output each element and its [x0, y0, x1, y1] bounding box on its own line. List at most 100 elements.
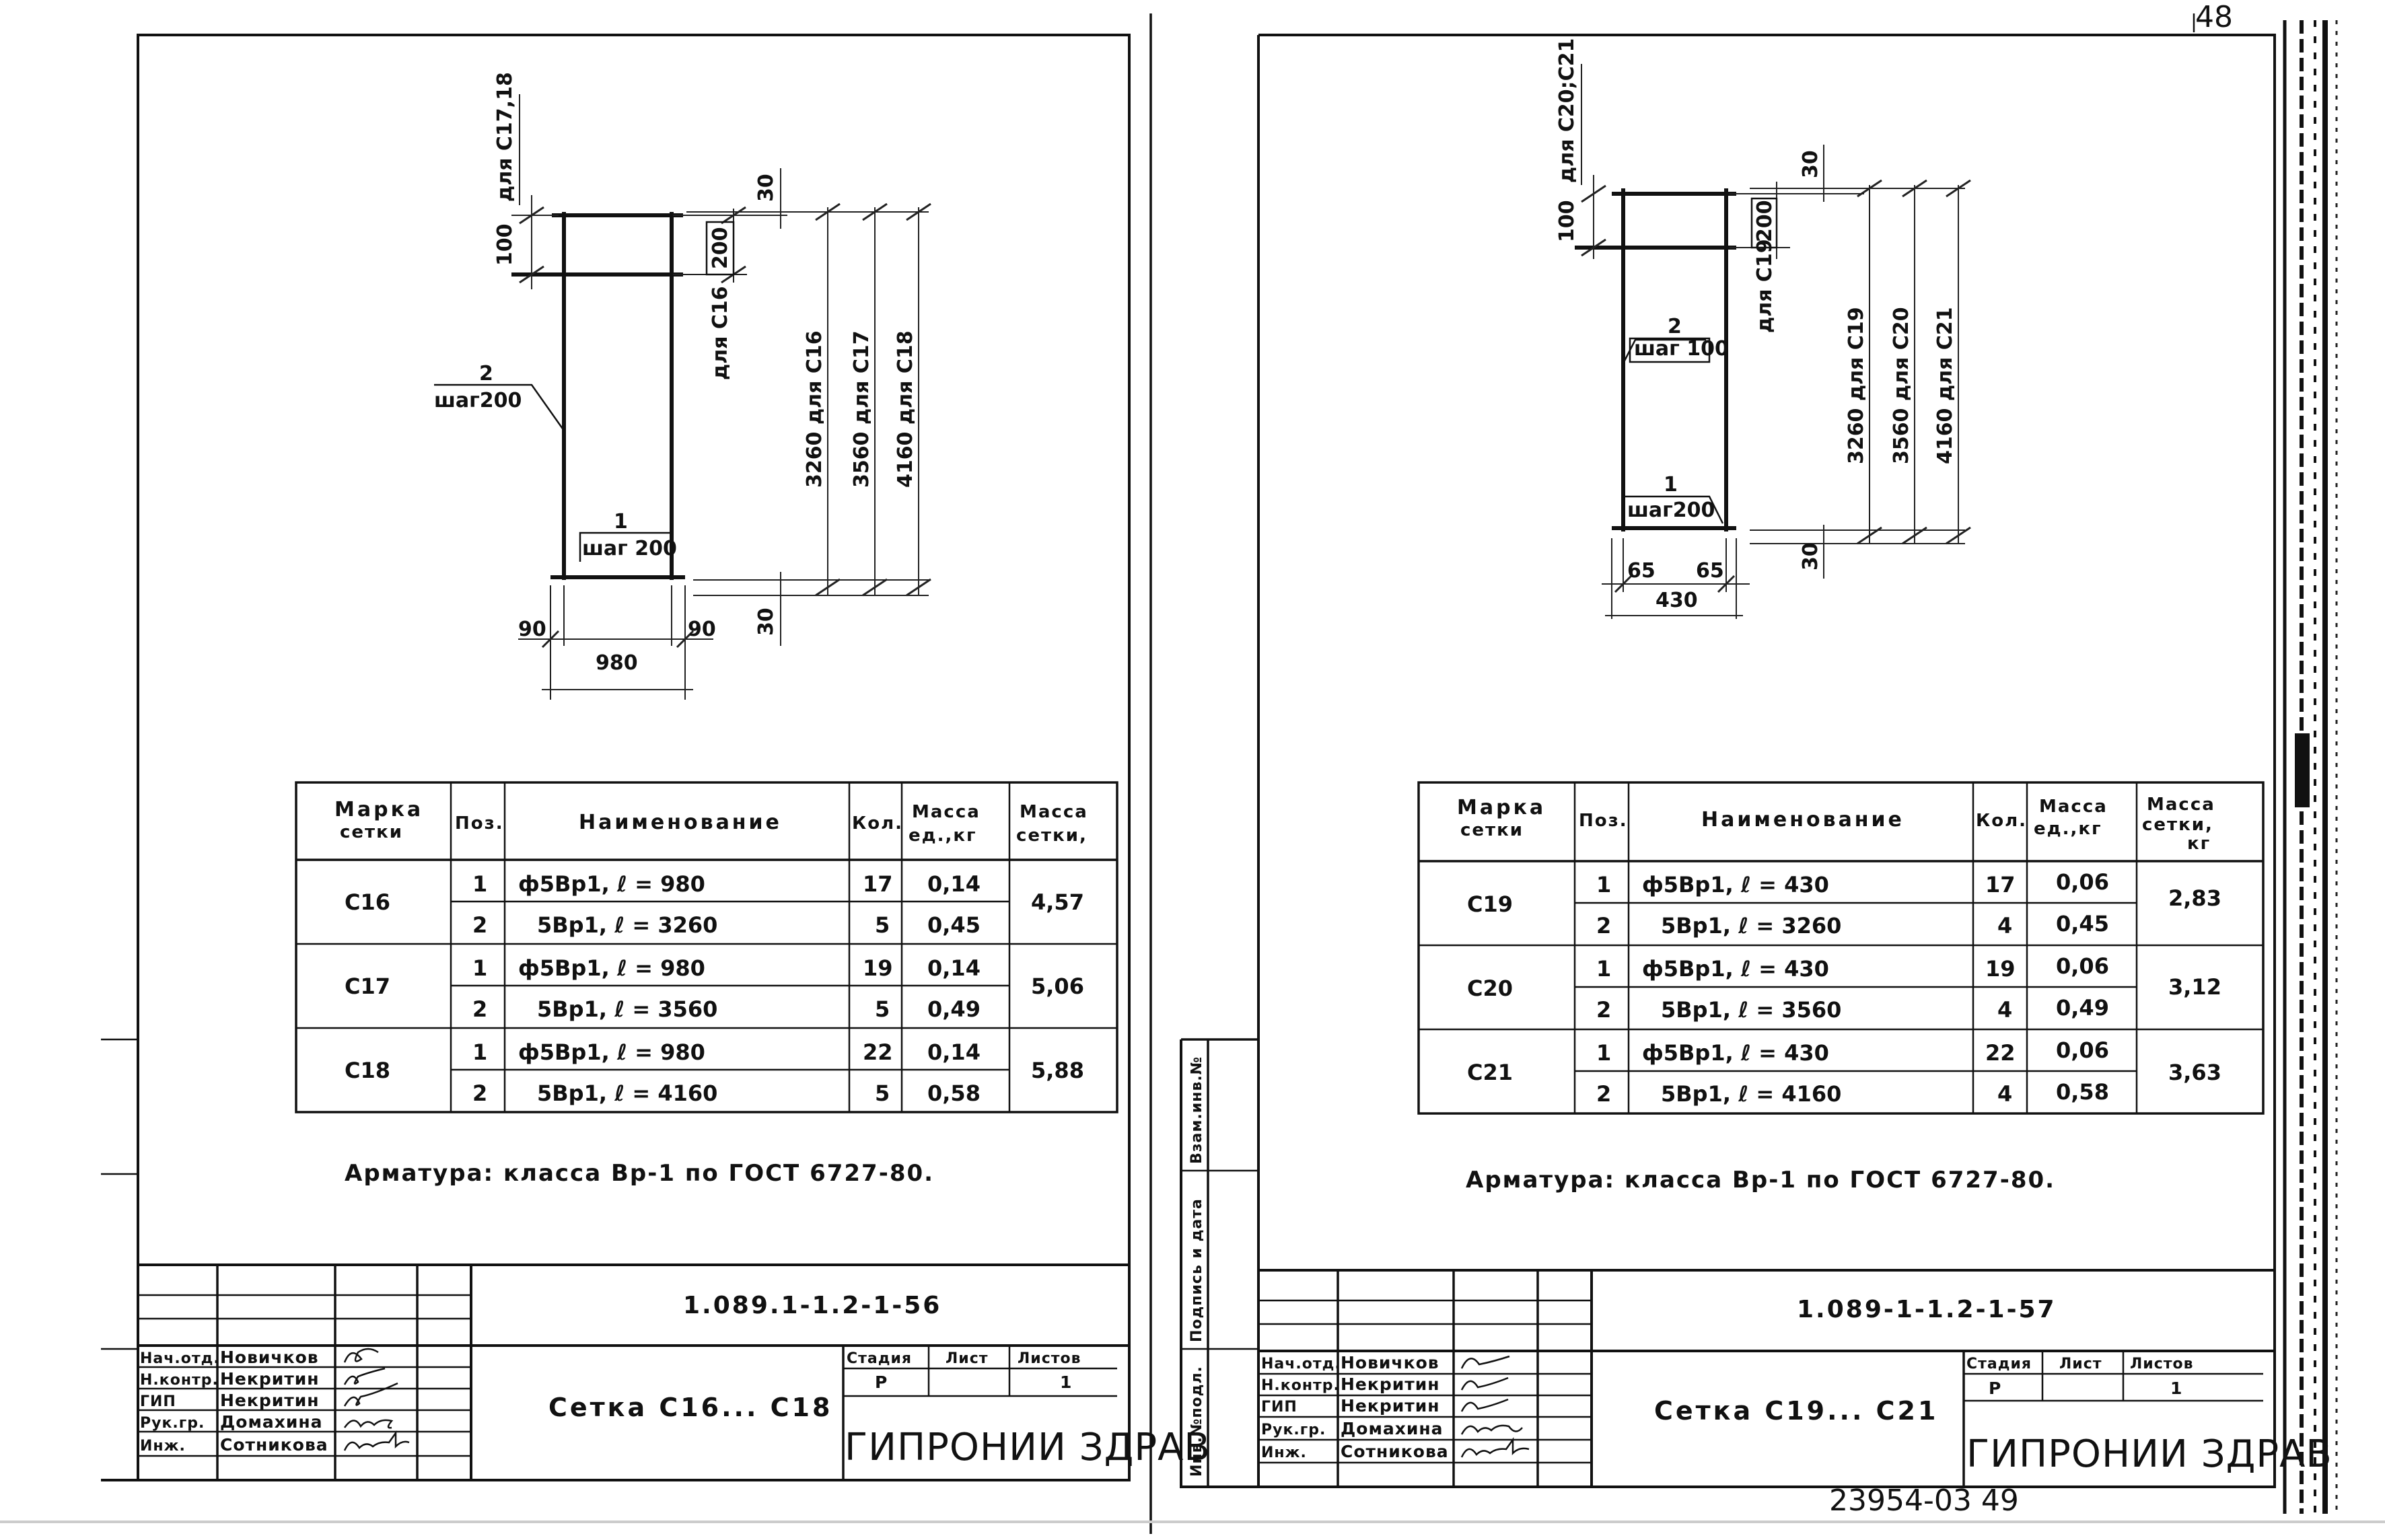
left-mark-c18: С18 — [345, 1058, 390, 1083]
signature-mark — [1460, 1355, 1510, 1369]
right-hdr-net-mass-2: сетки, — [2142, 815, 2213, 835]
right-stage-value: Р — [1989, 1379, 2001, 1398]
left-net-mass-cell: 5,06 — [1031, 974, 1084, 999]
right-pos-cell: 2 — [1596, 997, 1611, 1023]
right-qty-cell: 17 — [1985, 872, 2016, 897]
left-sheet-title: Сетка С16... С18 — [548, 1393, 832, 1422]
left-len-label-1: 3260 для С16 — [803, 330, 826, 488]
left-unit-mass-cell: 0,58 — [927, 1080, 981, 1106]
right-name: Сотникова — [1341, 1442, 1449, 1461]
right-pos2-leader — [1622, 338, 1706, 364]
right-dim-tick — [1581, 184, 1606, 203]
left-dim-tick — [906, 578, 931, 597]
right-hdr-pos: Поз. — [1579, 811, 1628, 831]
right-name: Домахина — [1341, 1419, 1444, 1438]
right-hdr-unit-mass-2: ед.,кг — [2034, 819, 2102, 839]
left-stage-value: Р — [875, 1372, 888, 1392]
right-name-cell: ф5Вр1, ℓ = 430 — [1642, 956, 1829, 982]
right-sheets-value: 1 — [2170, 1379, 2182, 1398]
left-unit-mass-cell: 0,45 — [927, 912, 981, 938]
left-len-label-2: 3560 для С17 — [850, 330, 874, 488]
right-overhang-right-label: 65 — [1696, 559, 1724, 583]
left-overhang-left-label: 90 — [518, 618, 546, 641]
left-hdr-mark-2: сетки — [340, 822, 403, 842]
left-role: Н.контр. — [140, 1372, 219, 1389]
left-signatures — [343, 1348, 410, 1451]
right-pos1-leader — [1623, 495, 1724, 524]
right-panel: Инв.№подл. Подпись и дата Взам.инв.№ 100… — [1180, 0, 2332, 1518]
right-dim-tick — [1902, 179, 1927, 198]
left-dim-tick — [815, 578, 841, 597]
right-name-cell: ф5Вр1, ℓ = 430 — [1642, 872, 1829, 897]
right-overhang-left-label: 65 — [1627, 559, 1656, 583]
left-top-gap-label: 100 — [493, 223, 517, 266]
left-frame — [137, 34, 1131, 1481]
right-name: Новичков — [1341, 1353, 1439, 1372]
right-qty-cell: 22 — [1985, 1040, 2016, 1066]
right-title-block: Нач.отд. Н.контр. ГИП Рук.гр. Инж. Нович… — [1258, 1269, 2332, 1487]
right-mark-c21: С21 — [1467, 1060, 1513, 1085]
right-unit-mass-cell: 0,06 — [2056, 953, 2109, 979]
left-name-cell: 5Вр1, ℓ = 3260 — [537, 912, 717, 938]
right-net-mass-cell: 3,12 — [2168, 974, 2221, 1000]
left-dim-tick — [676, 630, 695, 649]
left-table-border — [295, 781, 1118, 1113]
right-unit-mass-cell: 0,45 — [2056, 911, 2109, 937]
right-inner-gap-note: для С19 — [1753, 239, 1777, 333]
left-hdr-unit-mass-2: ед.,кг — [909, 826, 977, 846]
right-doc-code: 1.089-1-1.2-1-57 — [1797, 1296, 2057, 1323]
right-hdr-unit-mass-1: Масса — [2039, 797, 2108, 817]
right-top-offset-label: 30 — [1799, 150, 1822, 178]
corner-sheet-number: 48 — [2195, 0, 2233, 34]
right-len-label-2: 3560 для С20 — [1890, 307, 1913, 464]
right-name-cell: ф5Вр1, ℓ = 430 — [1642, 1040, 1829, 1066]
right-role: ГИП — [1261, 1399, 1297, 1416]
left-pos2-number: 2 — [479, 362, 493, 386]
left-pos-cell: 2 — [472, 912, 487, 938]
left-role: Нач.отд. — [140, 1350, 220, 1367]
right-side-strip: Инв.№подл. Подпись и дата Взам.инв.№ — [1181, 1038, 1258, 1487]
right-pos1-number: 1 — [1664, 473, 1678, 497]
right-unit-mass-cell: 0,06 — [2056, 869, 2109, 895]
left-spec-table: Марка сетки Поз. Наименование Кол. Масса… — [295, 781, 1118, 1113]
right-hdr-net-mass-1: Масса — [2147, 795, 2215, 815]
right-dim-tick — [1717, 575, 1736, 593]
left-qty-cell: 19 — [863, 955, 893, 981]
left-hdr-net-mass-1: Масса — [1020, 802, 1088, 822]
right-hdr-mark-1: Марка — [1457, 796, 1546, 819]
right-net-mass-cell: 3,63 — [2168, 1060, 2221, 1085]
left-pos1-number: 1 — [614, 510, 628, 534]
right-role: Н.контр. — [1261, 1377, 1340, 1394]
right-pos-cell: 1 — [1596, 872, 1611, 897]
right-qty-cell: 4 — [1997, 997, 2012, 1023]
left-pos2-step: шаг200 — [434, 389, 522, 412]
right-mesh-drawing: 100 для С20;С21 200 для С19 30 3260 для … — [1555, 38, 1971, 619]
left-name-cell: ф5Вр1, ℓ = 980 — [518, 1039, 705, 1065]
left-width-label: 980 — [596, 651, 638, 675]
signature-mark — [1460, 1424, 1523, 1435]
left-unit-mass-cell: 0,14 — [927, 871, 981, 897]
right-role: Рук.гр. — [1261, 1422, 1326, 1438]
right-hdr-net-mass-3: кг — [2187, 834, 2211, 854]
left-name: Сотникова — [220, 1435, 328, 1455]
right-qty-cell: 4 — [1997, 1081, 2012, 1107]
right-role: Нач.отд. — [1261, 1356, 1341, 1372]
left-qty-cell: 22 — [863, 1039, 893, 1065]
right-inner-gap-label: 200 — [1753, 200, 1777, 242]
side-label-inv: Инв.№подл. — [1188, 1366, 1205, 1477]
left-net-mass-cell: 4,57 — [1031, 889, 1084, 915]
side-label-repl: Взам.инв.№ — [1188, 1056, 1205, 1164]
left-unit-mass-cell: 0,14 — [927, 955, 981, 981]
left-sheets-header: Листов — [1018, 1350, 1081, 1367]
right-table-border — [1417, 781, 2265, 1115]
left-dim-tick — [721, 206, 746, 225]
right-hdr-mark-2: сетки — [1460, 820, 1524, 840]
left-name: Некритин — [220, 1391, 320, 1410]
left-pos-cell: 1 — [472, 871, 487, 897]
left-pos1-step: шаг 200 — [582, 537, 677, 560]
left-sheets-value: 1 — [1060, 1372, 1072, 1392]
left-stage-header: Стадия — [847, 1350, 912, 1367]
right-unit-mass-cell: 0,06 — [2056, 1037, 2109, 1063]
left-name: Новичков — [220, 1348, 319, 1367]
left-mark-c17: С17 — [345, 974, 390, 999]
